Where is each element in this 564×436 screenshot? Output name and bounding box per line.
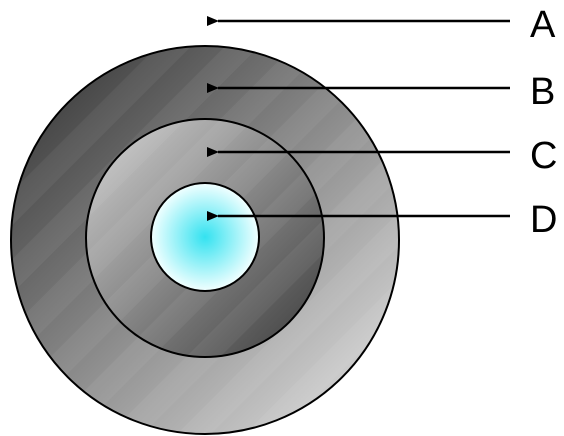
core-circle	[151, 183, 259, 291]
label-b: B	[530, 71, 555, 113]
label-a: A	[530, 4, 556, 46]
label-c: C	[530, 135, 557, 177]
label-d: D	[530, 199, 557, 241]
